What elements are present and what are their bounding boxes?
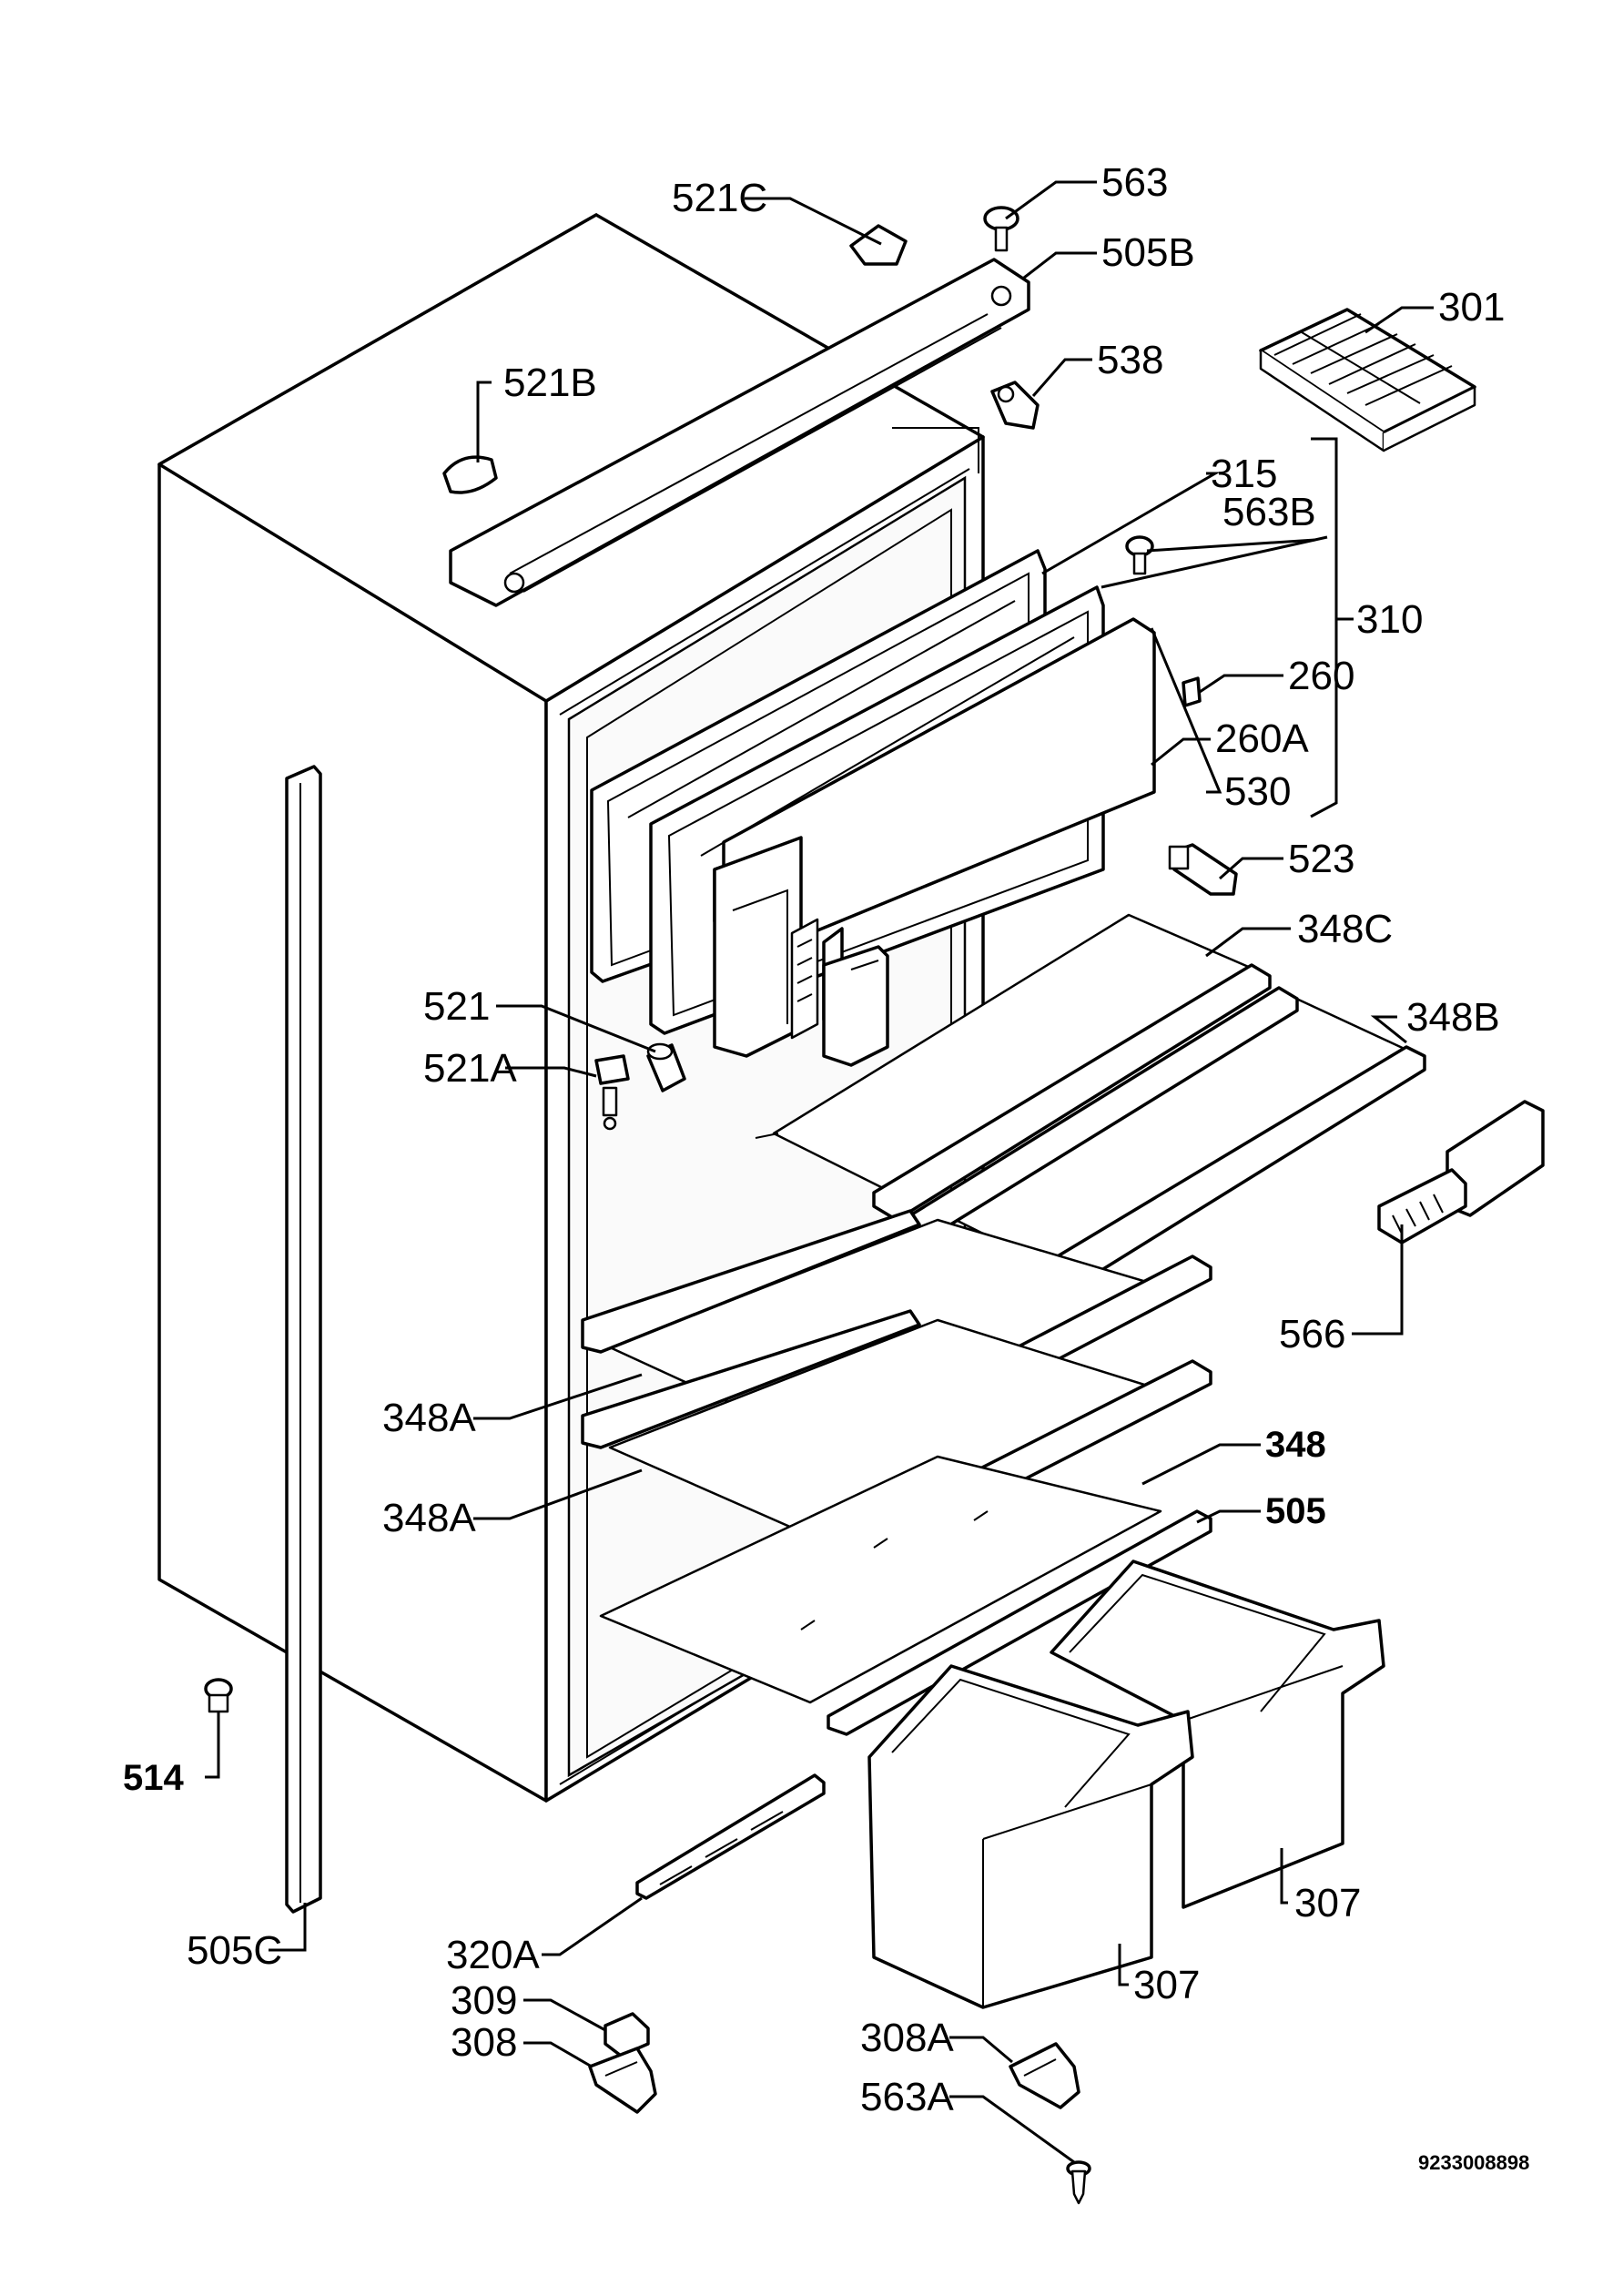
foot-514: [204, 1678, 233, 1713]
cap-521b: [442, 455, 498, 494]
label-505c: 505C: [187, 1928, 282, 1973]
label-521a: 521A: [423, 1046, 517, 1091]
cap-521c: [849, 224, 908, 266]
label-505b: 505B: [1101, 230, 1195, 275]
hinge-bar-505b: [449, 258, 1030, 607]
label-260a: 260A: [1215, 716, 1309, 761]
label-505: 505: [1265, 1491, 1326, 1531]
ice-tray-301: [1259, 308, 1476, 452]
label-348: 348: [1265, 1425, 1326, 1465]
label-348b: 348B: [1406, 995, 1500, 1040]
part-labels: 521C 563 505B 301 521B 538 315 563B 310 …: [123, 160, 1529, 2174]
label-309: 309: [451, 1978, 517, 2023]
screw-563a: [1066, 2160, 1091, 2205]
sleeve-521: [646, 1042, 686, 1092]
label-320a: 320A: [446, 1933, 540, 1977]
label-301: 301: [1438, 285, 1505, 330]
pin-521a: [594, 1054, 630, 1131]
label-348c: 348C: [1297, 907, 1393, 951]
label-563a: 563A: [860, 2075, 954, 2119]
crisper-bin-307-right: [1050, 1559, 1385, 1909]
label-307-2: 307: [1133, 1963, 1200, 2007]
label-566: 566: [1279, 1312, 1345, 1356]
hinge-part-260a: [822, 945, 889, 1067]
crisper-bin-307-left: [867, 1664, 1194, 2009]
label-563b: 563B: [1222, 490, 1316, 534]
clip-260: [1182, 676, 1202, 707]
scraper-566: [1377, 1100, 1545, 1245]
block-309: [604, 2012, 650, 2057]
label-521c: 521C: [672, 176, 767, 220]
shelf-348c: [755, 913, 1272, 1222]
screw-563: [983, 206, 1019, 252]
label-308: 308: [451, 2020, 517, 2065]
label-310: 310: [1356, 597, 1423, 642]
rail-320a: [635, 1773, 826, 1900]
label-530: 530: [1224, 769, 1291, 814]
hinge-308a: [1009, 2042, 1080, 2109]
label-523: 523: [1288, 837, 1354, 881]
bar-505: [827, 1509, 1212, 1736]
label-315: 315: [1211, 452, 1277, 496]
document-code: 9233008898: [1418, 2151, 1529, 2174]
label-348a-1: 348A: [382, 1396, 476, 1440]
freezer-door-530: [713, 617, 1156, 1058]
label-260: 260: [1288, 654, 1354, 698]
label-308a: 308A: [860, 2016, 954, 2060]
glass-shelf-348: [599, 1455, 1162, 1704]
knob-523: [1168, 843, 1238, 896]
label-514: 514: [123, 1758, 184, 1798]
leader-lines: [205, 180, 1434, 2164]
label-307-1: 307: [1294, 1881, 1361, 1925]
label-348a-2: 348A: [382, 1496, 476, 1540]
shelf-348b: [908, 986, 1426, 1295]
label-521b: 521B: [503, 361, 597, 405]
label-521: 521: [423, 984, 490, 1029]
door-strip-505c: [285, 765, 322, 1914]
pin-563b: [1125, 535, 1154, 575]
bracket-538: [990, 381, 1040, 430]
label-563: 563: [1101, 160, 1168, 205]
hinge-308: [588, 2047, 657, 2114]
label-538: 538: [1097, 338, 1163, 382]
